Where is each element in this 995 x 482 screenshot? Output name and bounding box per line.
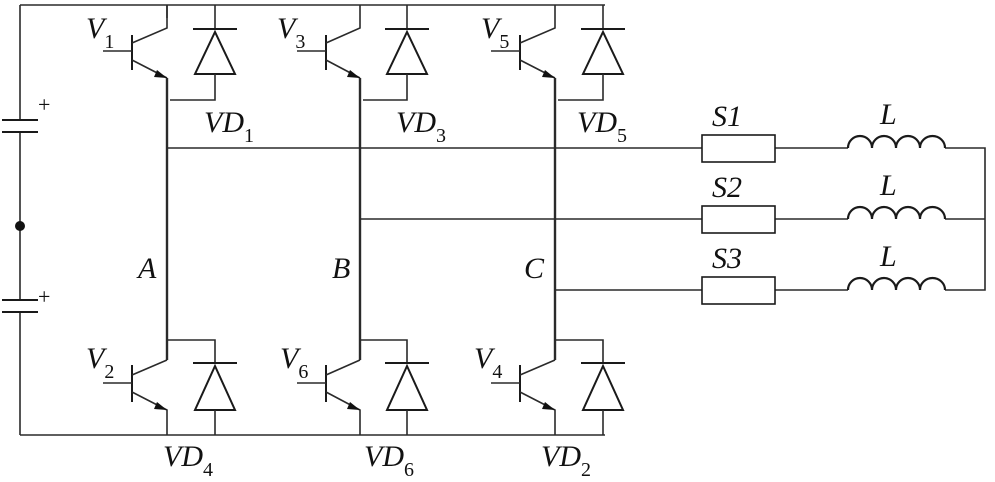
transistor-v3: [297, 5, 361, 79]
inductor-1: L: [846, 98, 947, 149]
label-v2: V2: [86, 342, 114, 383]
capacitor-midpoint-node: [15, 221, 25, 231]
inductor-3: L: [846, 240, 947, 291]
switch-s1: S1: [701, 100, 776, 163]
label-vd5: VD5: [577, 106, 627, 147]
inductor-2: L: [846, 169, 947, 220]
node-b-label: B: [332, 252, 350, 285]
diode-vd1: [166, 5, 237, 101]
capacitor-lower-plus: +: [38, 284, 50, 309]
inductor-2-label: L: [879, 169, 897, 202]
switch-s3-label: S3: [712, 242, 742, 275]
output-wires: [167, 147, 986, 291]
capacitor-upper-plus: +: [38, 92, 50, 117]
capacitor-lower: [2, 299, 38, 313]
diode-vd2: [555, 339, 625, 435]
transistor-v6: [297, 359, 361, 435]
diode-vd3: [363, 5, 429, 101]
switch-s1-label: S1: [712, 100, 742, 133]
label-vd1: VD1: [204, 106, 254, 147]
label-v1: V1: [86, 12, 114, 53]
label-vd4: VD4: [163, 440, 213, 481]
switch-s3: S3: [701, 242, 776, 305]
capacitor-upper: [2, 119, 38, 133]
inductor-3-label: L: [879, 240, 897, 273]
label-vd3: VD3: [396, 106, 446, 147]
label-v5: V5: [481, 12, 509, 53]
node-a-label: A: [136, 252, 157, 285]
label-v4: V4: [474, 342, 502, 383]
label-v3: V3: [277, 12, 305, 53]
transistor-v2: [103, 359, 168, 435]
diode-vd6: [360, 339, 429, 435]
transistor-v5: [491, 5, 556, 79]
label-vd6: VD6: [364, 440, 414, 481]
node-c-label: C: [524, 252, 545, 285]
label-vd2: VD2: [541, 440, 591, 481]
inductor-1-label: L: [879, 98, 897, 131]
transistor-v4: [491, 359, 556, 435]
switch-s2-label: S2: [712, 171, 742, 204]
label-v6: V6: [280, 342, 308, 383]
diode-vd5: [558, 5, 625, 101]
switch-s2: S2: [701, 171, 776, 234]
diode-vd4: [167, 339, 237, 435]
dc-link: + +: [2, 4, 605, 436]
